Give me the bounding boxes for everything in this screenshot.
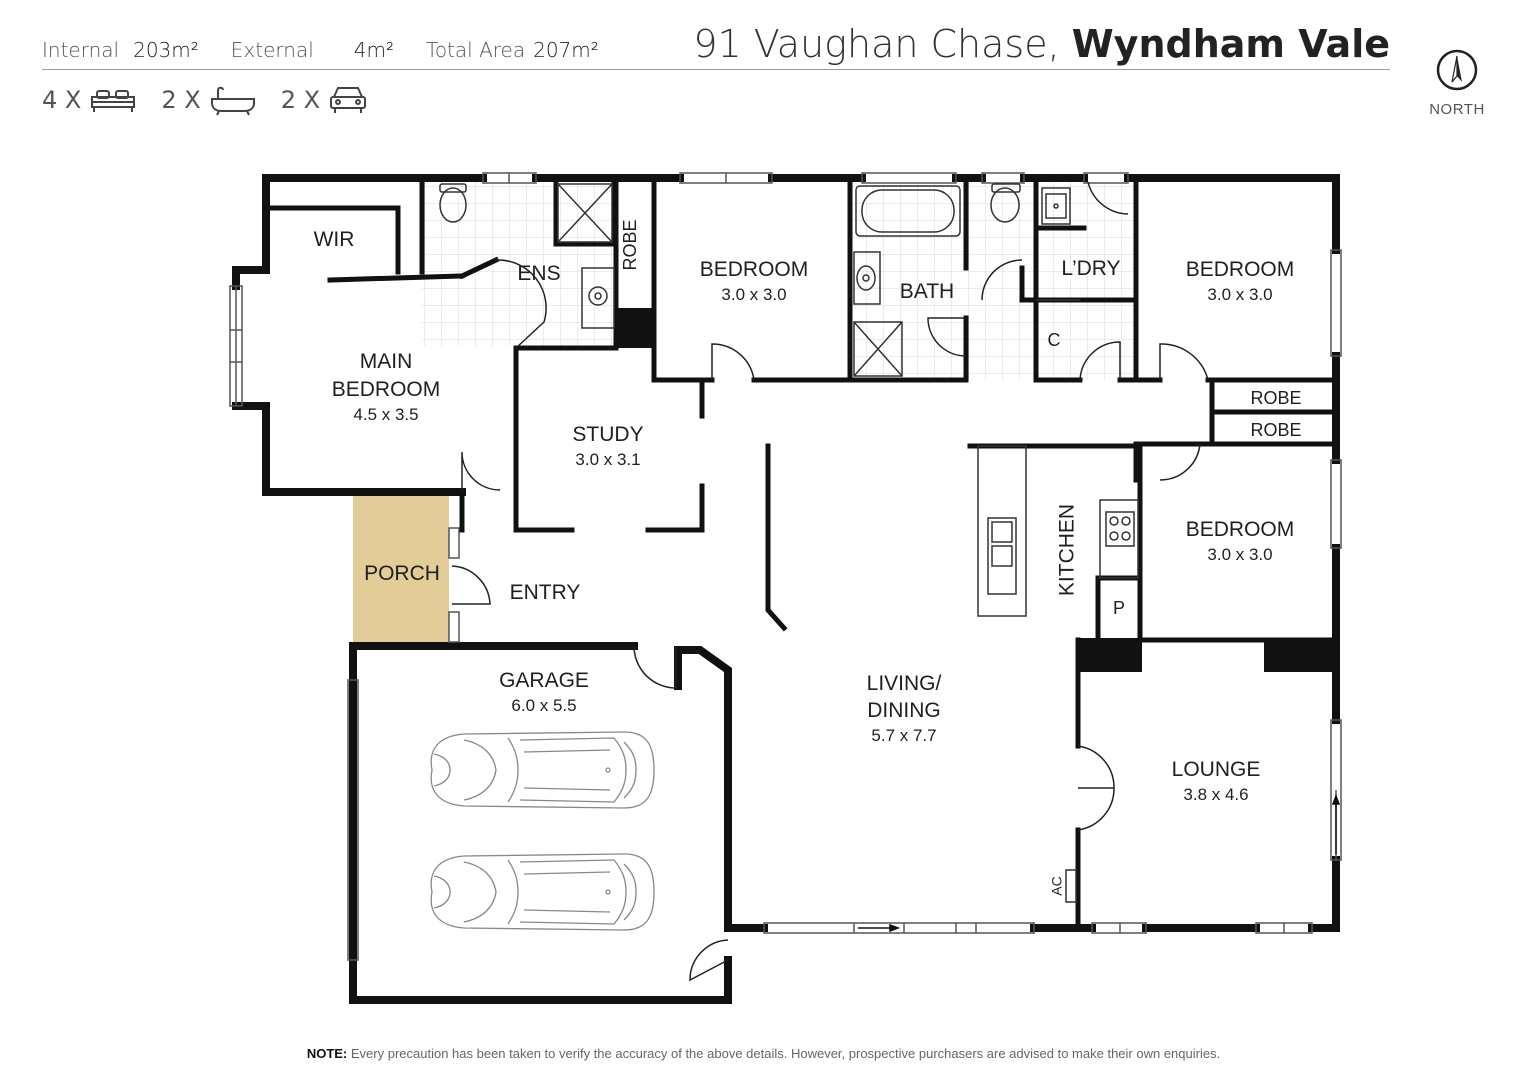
bed-icon [91, 90, 136, 112]
address-suburb: Wyndham Vale [1071, 22, 1390, 66]
label-robe-b: ROBE [1250, 420, 1301, 440]
bed-count-text: 4 X [42, 86, 82, 114]
label-entry: ENTRY [510, 581, 581, 604]
header-rule [42, 69, 1390, 70]
label-garage: GARAGE [499, 669, 589, 692]
compass-icon [1436, 49, 1478, 91]
address-title: 91 Vaughan Chase, Wyndham Vale [693, 22, 1390, 66]
car-icon [330, 87, 367, 113]
external-label: External [230, 38, 314, 62]
label-main-bedroom-size: 4.5 x 3.5 [353, 405, 418, 424]
disclaimer-note: NOTE: Every precaution has been taken to… [0, 1046, 1527, 1061]
total-label: Total Area [426, 38, 526, 62]
feature-counts: 4 X 2 X 2 X [42, 84, 392, 116]
note-label: NOTE: [306, 1046, 348, 1061]
car-count: 2 X [281, 84, 368, 116]
room-labels: WIR ENS ROBE BEDROOM 3.0 x 3.0 BATH L’DR… [314, 219, 1302, 895]
label-living-1: LIVING/ [867, 672, 942, 695]
compass: NORTH [1420, 48, 1494, 118]
total-value: 207m² [533, 38, 599, 62]
label-bedroom-2: BEDROOM [700, 258, 809, 281]
interior-walls [267, 179, 1339, 929]
label-linen: C [1048, 330, 1061, 350]
label-robe-ens: ROBE [620, 219, 640, 270]
label-garage-size: 6.0 x 5.5 [511, 696, 576, 715]
label-bedroom-2-size: 3.0 x 3.0 [721, 285, 786, 304]
label-main-bedroom-1: MAIN [360, 350, 413, 373]
garage-cars [430, 731, 655, 931]
car-count-text: 2 X [280, 86, 321, 114]
slider-arrows [858, 793, 1341, 933]
bed-count: 4 X [42, 85, 137, 115]
label-bedroom-3-size: 3.0 x 3.0 [1207, 285, 1272, 304]
label-laundry: L’DRY [1061, 257, 1120, 280]
internal-value: 203m² [133, 38, 199, 62]
label-main-bedroom-2: BEDROOM [332, 378, 441, 401]
address-street: 91 Vaughan Chase, [693, 22, 1060, 66]
label-living-2: DINING [867, 699, 941, 722]
fixtures [439, 183, 1139, 903]
label-bath: BATH [900, 280, 954, 303]
label-bedroom-3: BEDROOM [1186, 258, 1295, 281]
label-ac: AC [1049, 876, 1065, 895]
label-ens: ENS [517, 262, 560, 285]
bath-count-text: 2 X [161, 86, 201, 114]
door-swings [451, 181, 1209, 982]
label-wir: WIR [314, 228, 355, 251]
label-bedroom-4: BEDROOM [1186, 518, 1295, 541]
label-study-size: 3.0 x 3.1 [575, 450, 640, 469]
compass-label: NORTH [1429, 101, 1485, 118]
label-kitchen: KITCHEN [1056, 504, 1079, 596]
porch-area [353, 494, 449, 646]
label-lounge: LOUNGE [1172, 758, 1261, 781]
area-summary: Internal 203m² External 4m² Total Area 207m² [42, 38, 631, 62]
note-text: Every precaution has been taken to verif… [347, 1046, 1221, 1061]
bath-count: 2 X [161, 84, 256, 116]
bath-icon [210, 86, 255, 116]
label-porch: PORCH [364, 562, 440, 585]
label-living-size: 5.7 x 7.7 [871, 726, 936, 745]
wall-blocks [616, 308, 1336, 672]
label-lounge-size: 3.8 x 4.6 [1183, 785, 1248, 804]
label-pantry: P [1113, 598, 1125, 618]
exterior-walls [232, 174, 1340, 1004]
external-value: 4m² [353, 38, 394, 62]
label-bedroom-4-size: 3.0 x 3.0 [1207, 545, 1272, 564]
label-robe-a: ROBE [1250, 388, 1301, 408]
windows [229, 172, 1342, 961]
internal-label: Internal [42, 38, 120, 62]
label-study: STUDY [572, 423, 643, 446]
